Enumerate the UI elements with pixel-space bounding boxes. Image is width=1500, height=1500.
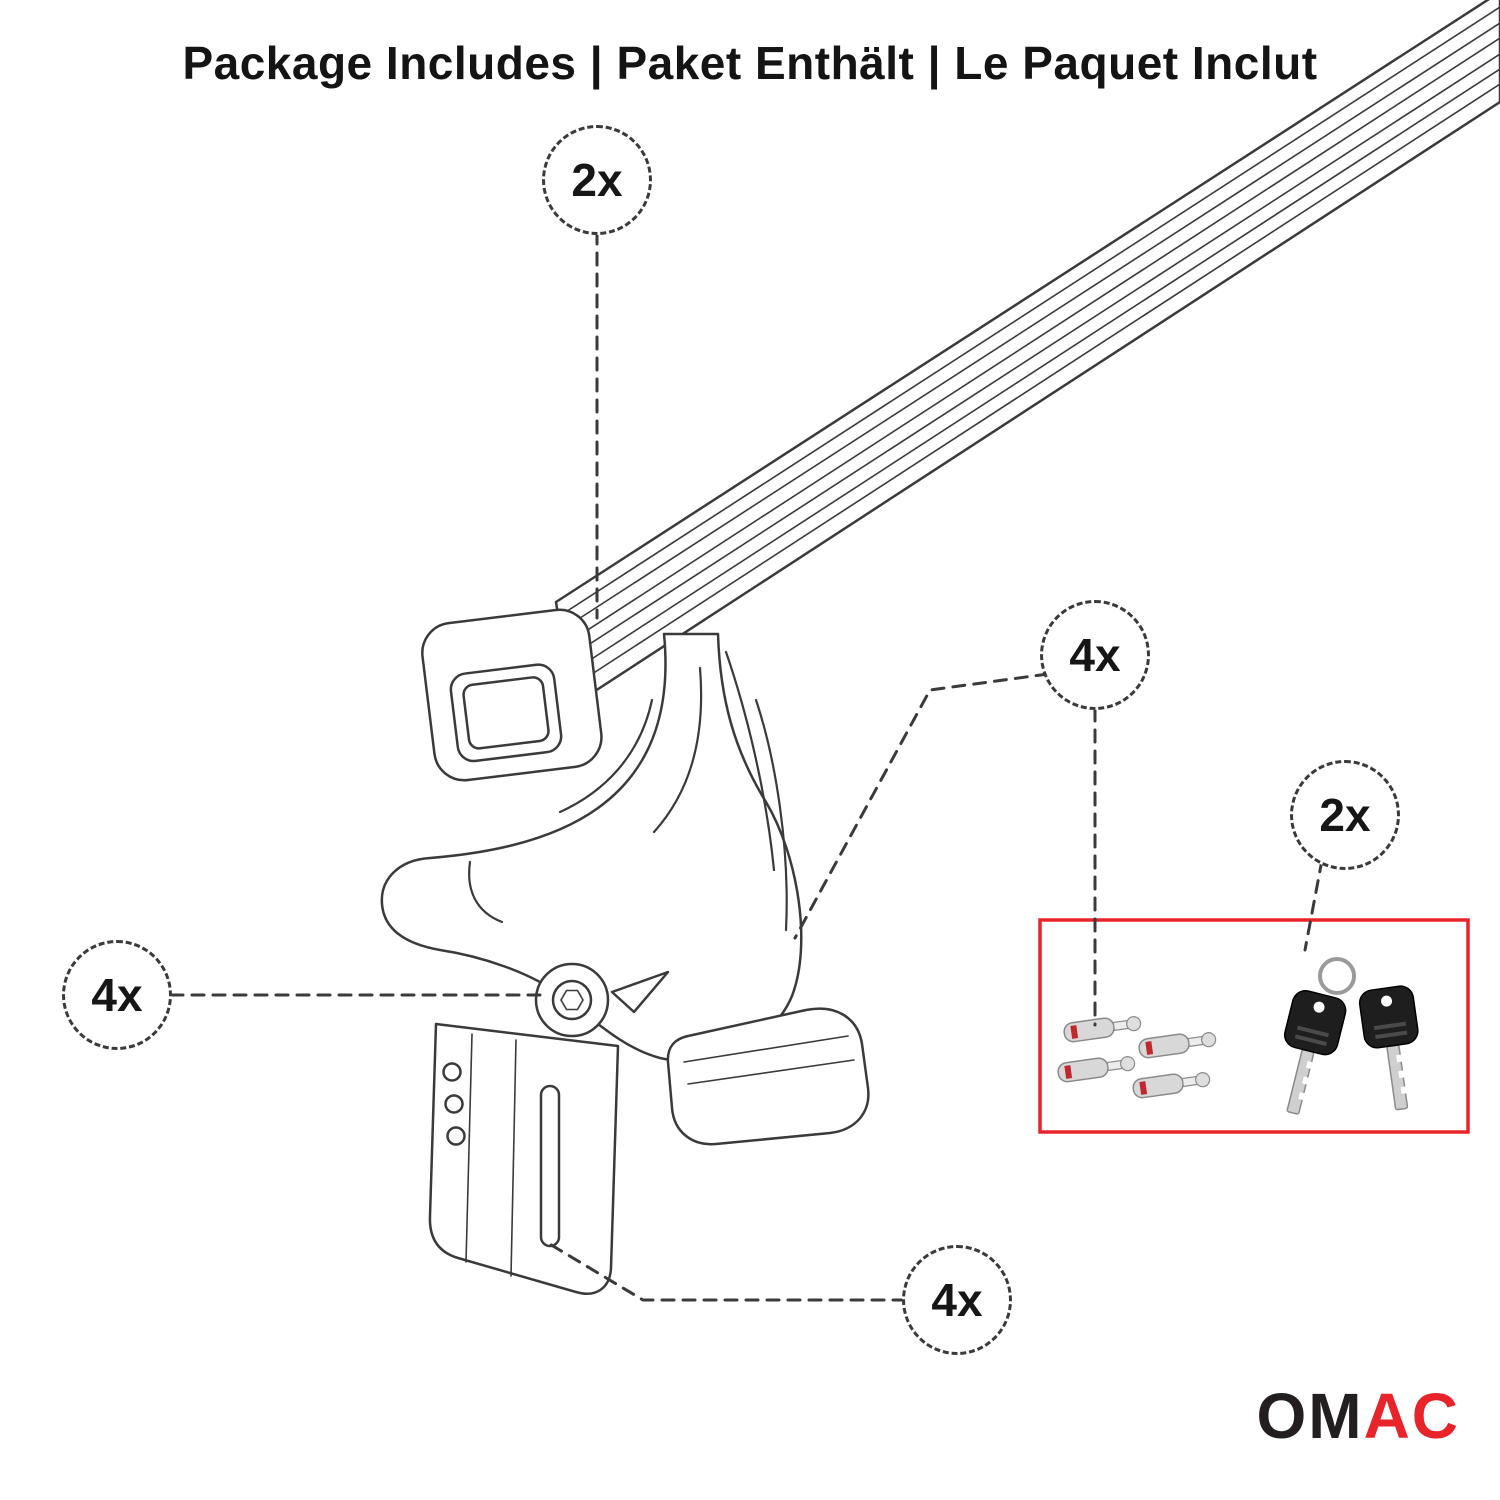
leader-lines	[169, 230, 1324, 1302]
base-pad-art	[666, 1007, 870, 1146]
callout-lock-cylinders-qty-label: 4x	[1069, 629, 1121, 681]
crossbar-art	[554, 0, 1500, 708]
end-cap-art	[421, 608, 603, 782]
callout-foot-qty: 4x	[62, 940, 172, 1050]
callout-keys-qty-label: 2x	[1319, 789, 1371, 841]
callout-crossbar-qty-label: 2x	[571, 154, 623, 206]
bolt-boss-art	[534, 962, 670, 1038]
page-title: Package Includes | Paket Enthält | Le Pa…	[182, 37, 1318, 89]
brand-logo-dark-text: OM	[1256, 1380, 1364, 1452]
keys-art	[1283, 957, 1419, 1115]
callout-crossbar-qty: 2x	[542, 125, 652, 235]
callout-clamp-qty: 4x	[902, 1245, 1012, 1355]
lock-cylinders-art	[1057, 1016, 1217, 1099]
foot-tower-art	[380, 632, 803, 1063]
callout-lock-cylinders-qty: 4x	[1040, 600, 1150, 710]
clamp-art	[428, 1022, 620, 1295]
callout-keys-qty: 2x	[1290, 760, 1400, 870]
brand-logo: OMAC	[1256, 1384, 1460, 1448]
callout-foot-qty-label: 4x	[91, 969, 143, 1021]
callout-clamp-qty-label: 4x	[931, 1274, 983, 1326]
brand-logo-red-text: AC	[1363, 1380, 1460, 1452]
